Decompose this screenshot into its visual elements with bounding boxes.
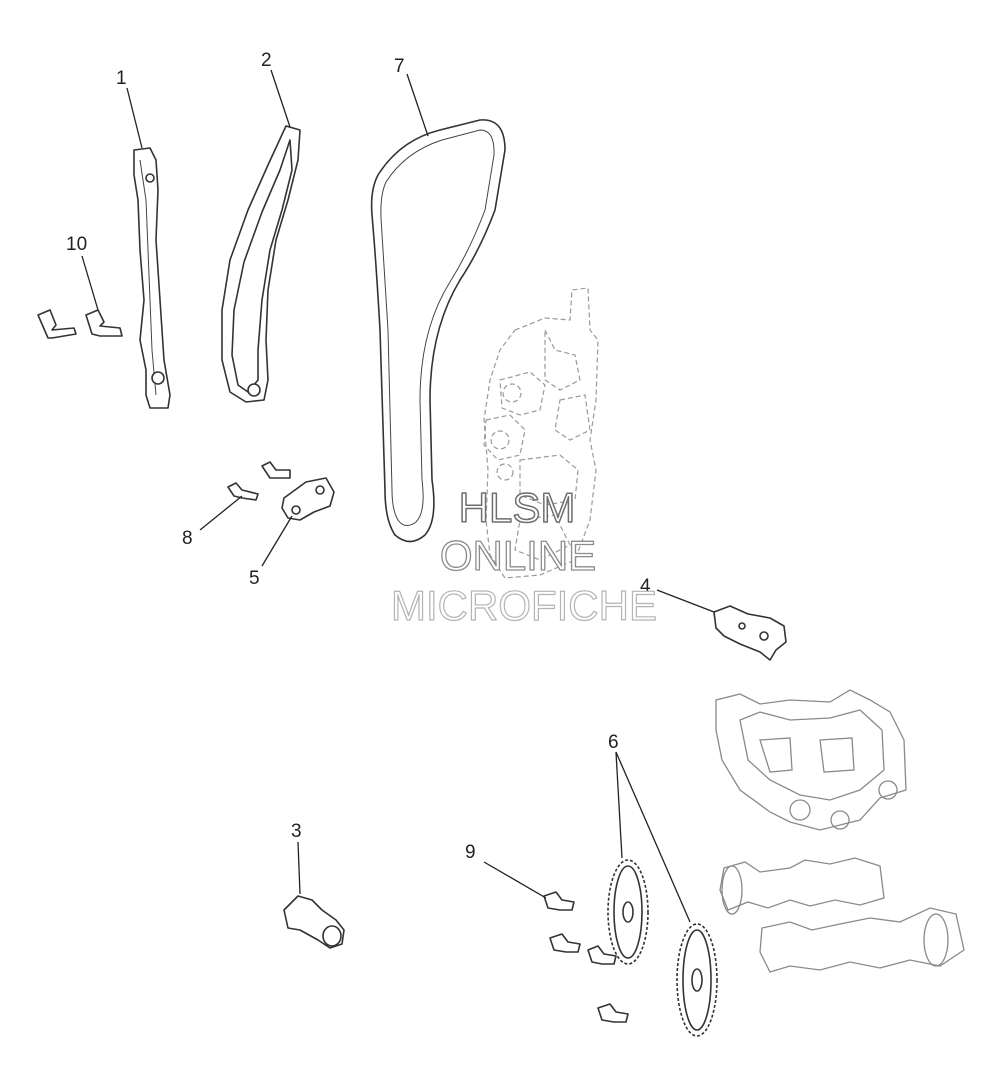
callout-6: 6 — [608, 732, 619, 753]
tensioner-bolts — [227, 461, 291, 501]
camshafts — [719, 857, 965, 973]
timing-chain — [370, 119, 506, 543]
callout-1: 1 — [116, 68, 127, 89]
callouts: 1 2 7 10 8 5 4 6 9 3 — [66, 50, 651, 863]
callout-8: 8 — [182, 528, 193, 549]
chain-guide-upper — [713, 605, 787, 661]
chain-tensioner-arm — [221, 125, 301, 403]
engine-block-ghost — [483, 287, 599, 579]
tensioner-bracket — [281, 477, 335, 521]
guide-bolts — [37, 309, 123, 339]
chain-tensioner — [283, 895, 345, 949]
watermark-line-3: MICROFICHE — [391, 582, 657, 629]
callout-3: 3 — [291, 821, 302, 842]
cam-sprockets — [607, 859, 718, 1037]
chain-guide-fixed — [133, 147, 171, 409]
camshaft-carrier — [715, 689, 907, 831]
callout-4: 4 — [640, 576, 651, 597]
watermark-line-2: ONLINE — [440, 532, 596, 579]
watermark-line-1: HLSM — [459, 484, 576, 531]
callout-2: 2 — [261, 50, 272, 71]
leader-lines — [81, 69, 715, 923]
callout-9: 9 — [465, 842, 476, 863]
callout-10: 10 — [66, 234, 87, 255]
sprocket-bolts — [543, 891, 629, 1023]
watermark: HLSM ONLINE MICROFICHE — [390, 483, 657, 629]
callout-7: 7 — [394, 56, 405, 77]
callout-5: 5 — [249, 568, 260, 589]
